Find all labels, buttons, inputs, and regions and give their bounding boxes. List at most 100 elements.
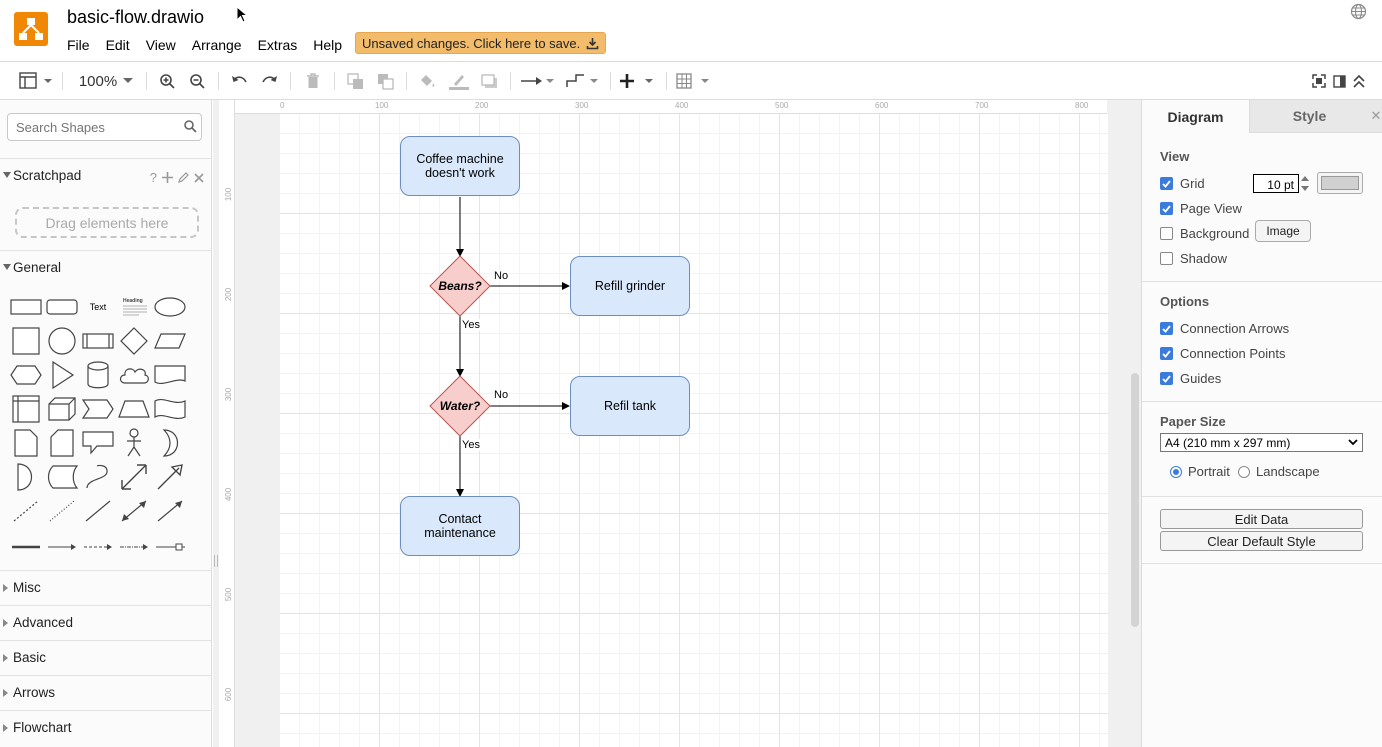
curve-shape[interactable]: [80, 460, 116, 494]
grid-size-spinner-icon[interactable]: [1300, 174, 1310, 193]
add-icon[interactable]: [162, 172, 173, 183]
tab-style[interactable]: Style: [1249, 100, 1369, 133]
rounded-rectangle-shape[interactable]: [44, 290, 80, 324]
trapezoid-shape[interactable]: [116, 392, 152, 426]
heading-textbox-shape[interactable]: Heading: [116, 290, 152, 324]
or-shape[interactable]: [152, 426, 188, 460]
portrait-radio[interactable]: [1170, 466, 1182, 478]
collapse-toolbar-button[interactable]: [1350, 70, 1368, 92]
connection-arrows-checkbox[interactable]: [1160, 322, 1173, 335]
landscape-option[interactable]: Landscape: [1238, 464, 1320, 479]
landscape-radio[interactable]: [1238, 466, 1250, 478]
zoom-dropdown[interactable]: 100%: [78, 70, 134, 92]
note-shape[interactable]: [8, 426, 44, 460]
node-refil-tank[interactable]: Refil tank: [570, 376, 690, 436]
relation-link-shape[interactable]: [152, 530, 188, 564]
background-image-button[interactable]: Image: [1255, 220, 1311, 242]
node-contact-maintenance[interactable]: Contact maintenance: [400, 496, 520, 556]
paper-size-select[interactable]: A4 (210 mm x 297 mm): [1160, 433, 1363, 452]
shadow-option[interactable]: Shadow: [1160, 251, 1227, 266]
guides-checkbox[interactable]: [1160, 372, 1173, 385]
circle-shape[interactable]: [44, 324, 80, 358]
page-view-checkbox[interactable]: [1160, 202, 1173, 215]
callout-shape[interactable]: [80, 426, 116, 460]
arrow-link-shape[interactable]: [44, 530, 80, 564]
view-panels-dropdown[interactable]: [18, 70, 54, 92]
data-storage-shape[interactable]: [44, 460, 80, 494]
clear-default-style-button[interactable]: Clear Default Style: [1160, 531, 1363, 551]
connection-points-checkbox[interactable]: [1160, 347, 1173, 360]
node-start[interactable]: Coffee machine doesn't work: [400, 136, 520, 196]
search-icon[interactable]: [184, 120, 197, 133]
general-section-header[interactable]: General: [0, 250, 212, 284]
edit-pencil-icon[interactable]: [178, 172, 189, 183]
diagram-canvas[interactable]: 100 200 300 400 500 600 0 100 200 300 40…: [213, 100, 1141, 747]
table-dropdown[interactable]: [676, 70, 712, 92]
menu-help[interactable]: Help: [313, 37, 342, 53]
close-panel-icon[interactable]: ✕: [1369, 100, 1382, 133]
edge-label-beans-yes[interactable]: Yes: [461, 319, 481, 331]
sidebar-section-arrows[interactable]: Arrows: [0, 675, 212, 709]
sidebar-section-advanced[interactable]: Advanced: [0, 605, 212, 639]
card-shape[interactable]: [44, 426, 80, 460]
process-shape[interactable]: [80, 324, 116, 358]
grid-option[interactable]: Grid: [1160, 176, 1205, 191]
format-panel-toggle[interactable]: [1330, 70, 1348, 92]
sidebar-section-misc[interactable]: Misc: [0, 570, 212, 604]
unsaved-changes-button[interactable]: Unsaved changes. Click here to save.: [355, 32, 606, 54]
and-shape[interactable]: [8, 460, 44, 494]
vertical-scrollbar[interactable]: [1131, 373, 1139, 627]
cloud-shape[interactable]: [116, 358, 152, 392]
dotted-line-shape[interactable]: [44, 494, 80, 528]
cylinder-shape[interactable]: [80, 358, 116, 392]
dashed-line-shape[interactable]: [8, 494, 44, 528]
dotted-arrow-link-shape[interactable]: [116, 530, 152, 564]
menu-file[interactable]: File: [67, 37, 90, 53]
edge-label-beans-no[interactable]: No: [493, 270, 509, 282]
text-shape[interactable]: Text: [80, 290, 116, 324]
grid-checkbox[interactable]: [1160, 177, 1173, 190]
language-globe-icon[interactable]: [1350, 3, 1367, 20]
bidirectional-arrow-shape[interactable]: [116, 460, 152, 494]
step-shape[interactable]: [80, 392, 116, 426]
rectangle-shape[interactable]: [8, 290, 44, 324]
document-shape[interactable]: [152, 358, 188, 392]
menu-arrange[interactable]: Arrange: [192, 37, 242, 53]
undo-button[interactable]: [228, 70, 250, 92]
fill-color-button[interactable]: [416, 70, 438, 92]
thick-link-shape[interactable]: [8, 530, 44, 564]
ellipse-shape[interactable]: [152, 290, 188, 324]
tape-shape[interactable]: [152, 392, 188, 426]
to-front-button[interactable]: [344, 70, 366, 92]
file-name[interactable]: basic-flow.drawio: [67, 7, 204, 28]
background-checkbox[interactable]: [1160, 227, 1173, 240]
diamond-shape[interactable]: [116, 324, 152, 358]
scratchpad-help-icon[interactable]: ?: [150, 170, 157, 185]
guides-option[interactable]: Guides: [1160, 371, 1221, 386]
hexagon-shape[interactable]: [8, 358, 44, 392]
menu-edit[interactable]: Edit: [106, 37, 130, 53]
directional-connector-shape[interactable]: [152, 494, 188, 528]
zoom-out-button[interactable]: [186, 70, 208, 92]
to-back-button[interactable]: [374, 70, 396, 92]
menu-view[interactable]: View: [146, 37, 176, 53]
cube-shape[interactable]: [44, 392, 80, 426]
search-shapes-input[interactable]: [7, 113, 202, 141]
internal-storage-shape[interactable]: [8, 392, 44, 426]
connection-style-dropdown[interactable]: [520, 70, 556, 92]
node-water-label[interactable]: Water?: [430, 398, 490, 414]
square-shape[interactable]: [8, 324, 44, 358]
connection-arrows-option[interactable]: Connection Arrows: [1160, 321, 1289, 336]
waypoints-dropdown[interactable]: [564, 70, 600, 92]
bidirectional-connector-shape[interactable]: [116, 494, 152, 528]
menu-extras[interactable]: Extras: [258, 37, 298, 53]
shadow-button[interactable]: [478, 70, 500, 92]
portrait-option[interactable]: Portrait: [1170, 464, 1230, 479]
edge-label-water-yes[interactable]: Yes: [461, 439, 481, 451]
sidebar-resize-handle[interactable]: [214, 555, 218, 567]
shadow-checkbox[interactable]: [1160, 252, 1173, 265]
connection-points-option[interactable]: Connection Points: [1160, 346, 1286, 361]
tab-diagram[interactable]: Diagram: [1142, 100, 1249, 133]
edge-label-water-no[interactable]: No: [493, 389, 509, 401]
grid-color-button[interactable]: [1317, 172, 1363, 194]
